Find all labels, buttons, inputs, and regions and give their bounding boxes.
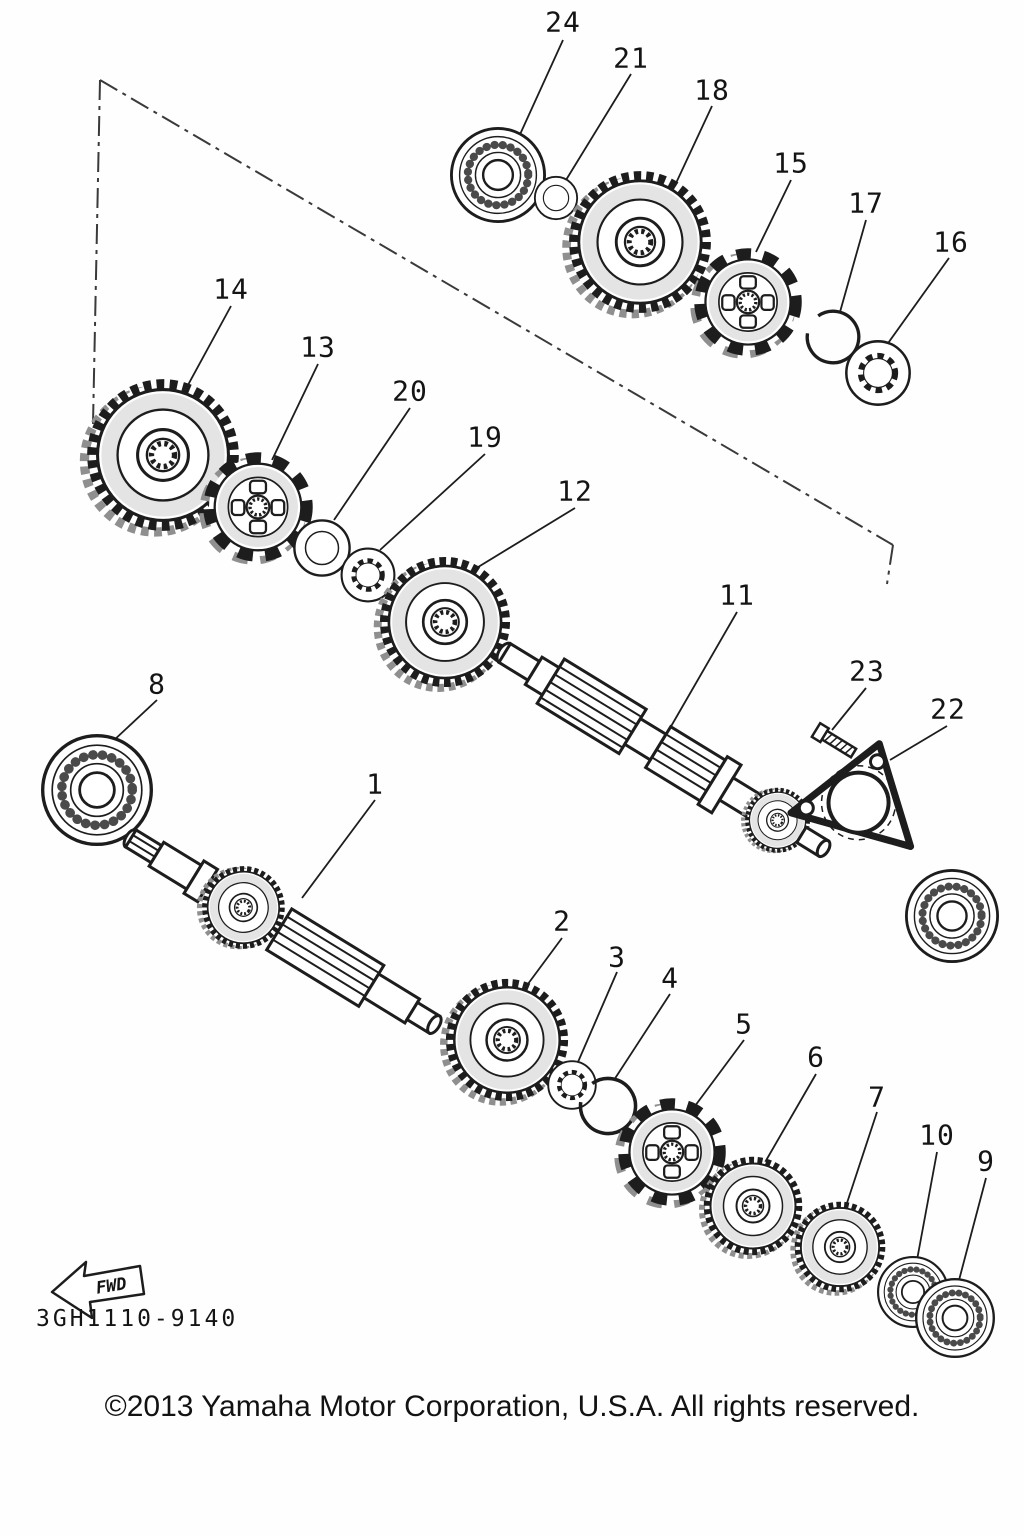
copyright-text: ©2013 Yamaha Motor Corporation, U.S.A. A… — [104, 1390, 920, 1423]
callout-11: 11 — [719, 578, 755, 612]
part-1-drive-axle — [122, 827, 443, 1036]
callout-18: 18 — [694, 73, 730, 107]
part-12-gear — [378, 561, 506, 688]
callout-8: 8 — [148, 667, 166, 701]
part-11-main-axle — [495, 641, 832, 879]
part-3-splined-washer — [548, 1061, 596, 1109]
part-9-bearing — [916, 1279, 994, 1357]
part-6-gear — [702, 1160, 799, 1256]
callout-10: 10 — [919, 1118, 955, 1152]
leader-lines — [111, 39, 987, 1285]
callout-12: 12 — [557, 474, 593, 508]
fwd-label: FWD — [95, 1274, 128, 1299]
callout-21: 21 — [613, 41, 649, 75]
callout-23: 23 — [849, 654, 885, 688]
part-22-bearing-plate — [787, 740, 915, 850]
callout-6: 6 — [807, 1040, 825, 1074]
callout-2: 2 — [553, 904, 571, 938]
part-13-dog-gear — [204, 458, 307, 560]
part-7-gear — [793, 1205, 882, 1293]
part-8-bearing — [43, 736, 152, 845]
assembly-plane-outline — [92, 79, 894, 585]
part-23-bolt — [810, 721, 858, 759]
callout-13: 13 — [300, 330, 336, 364]
callout-22: 22 — [930, 692, 966, 726]
callout-24: 24 — [545, 5, 581, 39]
part-16-splined-washer — [846, 341, 909, 404]
output-shaft-bearing — [906, 870, 997, 961]
part-24-bearing — [451, 128, 544, 221]
part-15-dog-gear — [695, 254, 796, 354]
callout-20: 20 — [392, 374, 428, 408]
callout-4: 4 — [661, 961, 679, 995]
part-code: 3GH1110-9140 — [36, 1306, 239, 1332]
part-21-washer — [533, 175, 579, 221]
callout-19: 19 — [467, 420, 503, 454]
part-20-washer — [293, 519, 351, 577]
callout-3: 3 — [608, 940, 626, 974]
callout-16: 16 — [933, 225, 969, 259]
fwd-arrow-icon: FWD — [50, 1260, 146, 1320]
callout-17: 17 — [848, 186, 884, 220]
callout-7: 7 — [868, 1080, 886, 1114]
part-18-gear — [567, 176, 707, 314]
callout-9: 9 — [977, 1144, 995, 1178]
callout-5: 5 — [735, 1007, 753, 1041]
callout-15: 15 — [773, 146, 809, 180]
callout-1: 1 — [366, 767, 384, 801]
part-2-gear — [444, 983, 564, 1102]
callout-14: 14 — [213, 272, 249, 306]
